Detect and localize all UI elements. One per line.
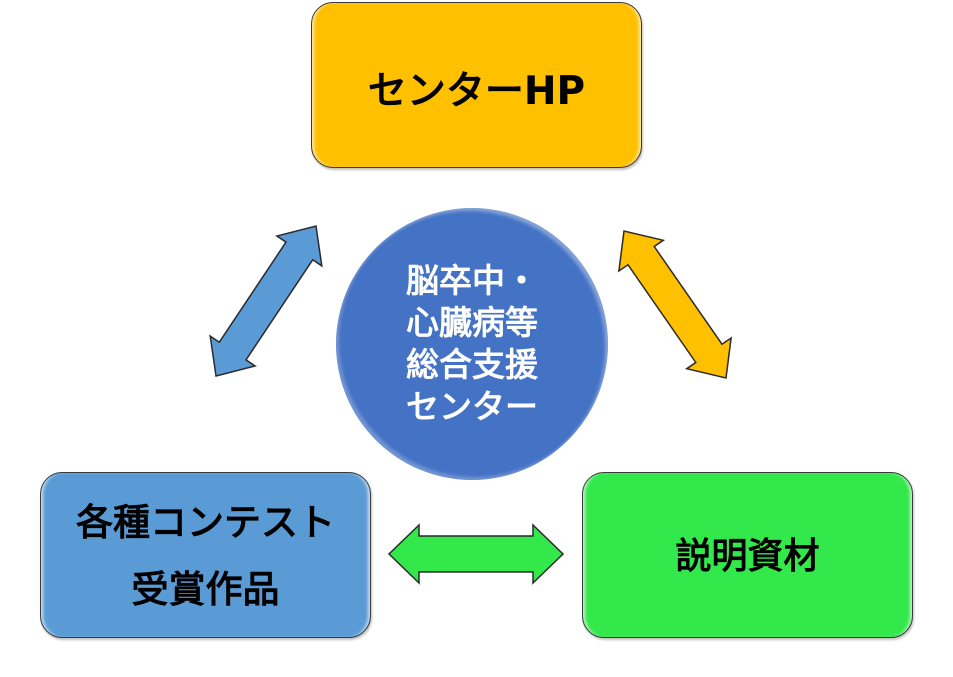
node-contest-winners: 各種コンテスト 受賞作品 — [40, 472, 371, 638]
center-node-support-center: 脳卒中・ 心臓病等 総合支援 センター — [336, 208, 608, 480]
center-label-line-2: 心臓病等 — [406, 303, 538, 342]
arrow-bottom-bidirectional — [387, 523, 565, 585]
node-contest-winners-label-line-1: 各種コンテスト — [76, 500, 335, 544]
node-center-hp-label: センターHP — [367, 69, 586, 114]
node-center-hp: センターHP — [311, 2, 642, 168]
node-explanatory-materials: 説明資材 — [582, 472, 913, 638]
center-label-line-1: 脳卒中・ — [406, 261, 538, 300]
arrow-top-right-bidirectional — [617, 230, 733, 379]
node-contest-winners-label-line-2: 受賞作品 — [131, 567, 280, 611]
center-label-line-3: 総合支援 — [406, 345, 538, 384]
node-explanatory-materials-label: 説明資材 — [675, 536, 820, 577]
arrow-top-left-bidirectional — [209, 225, 323, 377]
center-label-line-4: センター — [406, 387, 538, 426]
